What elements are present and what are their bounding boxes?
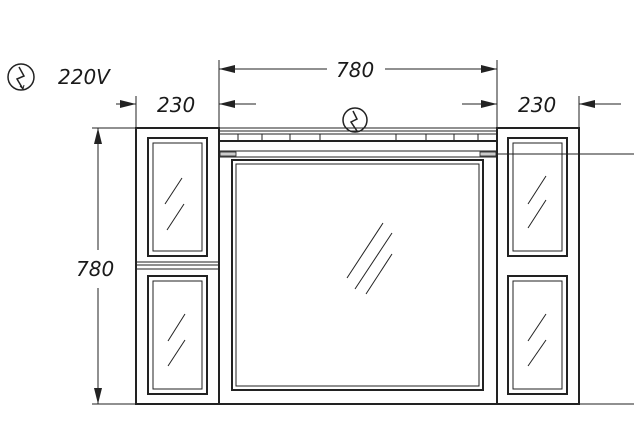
right-cabinet xyxy=(496,127,580,405)
center-mirror xyxy=(218,140,498,405)
light-fixture xyxy=(218,107,498,142)
left-cabinet-width-label: 230 xyxy=(157,93,195,117)
left-cabinet xyxy=(135,127,220,405)
height-label: 780 xyxy=(76,257,114,281)
voltage-label: 220V xyxy=(58,65,111,89)
dimension-left-cabinet xyxy=(116,96,256,130)
power-symbol-icon xyxy=(7,63,35,91)
dimension-mirror-width xyxy=(218,60,498,128)
dimension-height xyxy=(92,127,136,405)
mirror-top-shelf xyxy=(218,150,634,158)
dimension-right-cabinet xyxy=(462,96,621,130)
mirror-width-label: 780 xyxy=(336,58,374,82)
right-cabinet-width-label: 230 xyxy=(518,93,556,117)
